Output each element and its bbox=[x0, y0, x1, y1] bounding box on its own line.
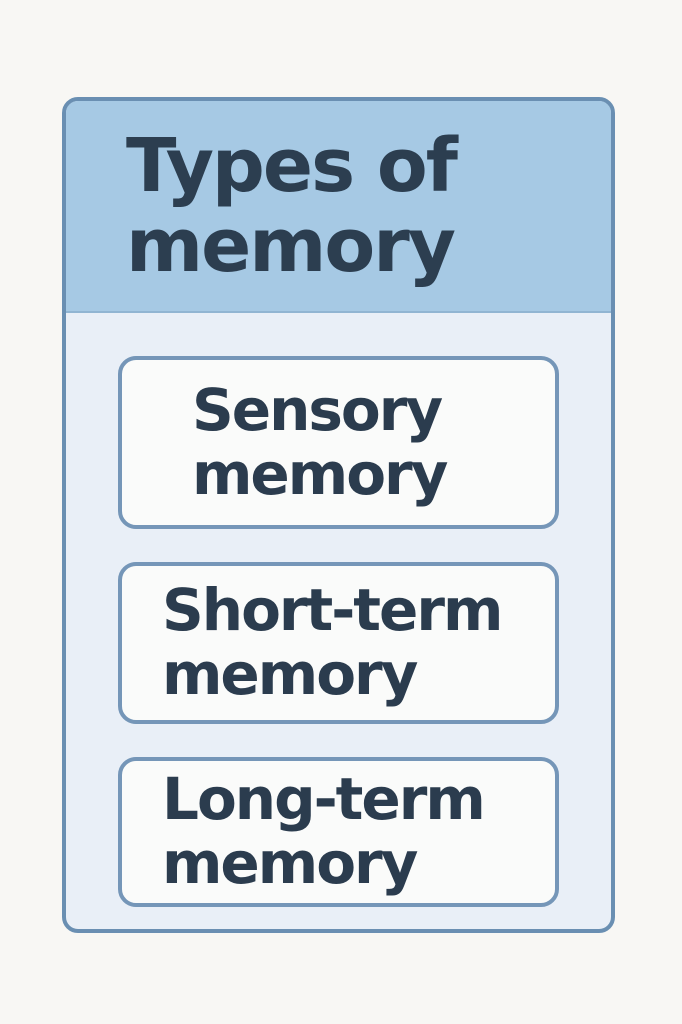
memory-box-short-term-label: Short-term memory bbox=[162, 576, 503, 708]
card-header: Types of memory bbox=[66, 101, 611, 313]
memory-box-short-term: Short-term memory bbox=[118, 562, 559, 724]
memory-box-long-term: Long-term memory bbox=[118, 757, 559, 907]
page-title: Types of memory bbox=[126, 123, 458, 289]
card-body: Sensory memory Short-term memory Long-te… bbox=[66, 313, 611, 907]
types-of-memory-card: Types of memory Sensory memory Short-ter… bbox=[62, 97, 615, 933]
memory-box-sensory: Sensory memory bbox=[118, 356, 559, 529]
memory-box-long-term-label: Long-term memory bbox=[162, 765, 486, 897]
memory-box-sensory-label: Sensory memory bbox=[192, 375, 448, 508]
